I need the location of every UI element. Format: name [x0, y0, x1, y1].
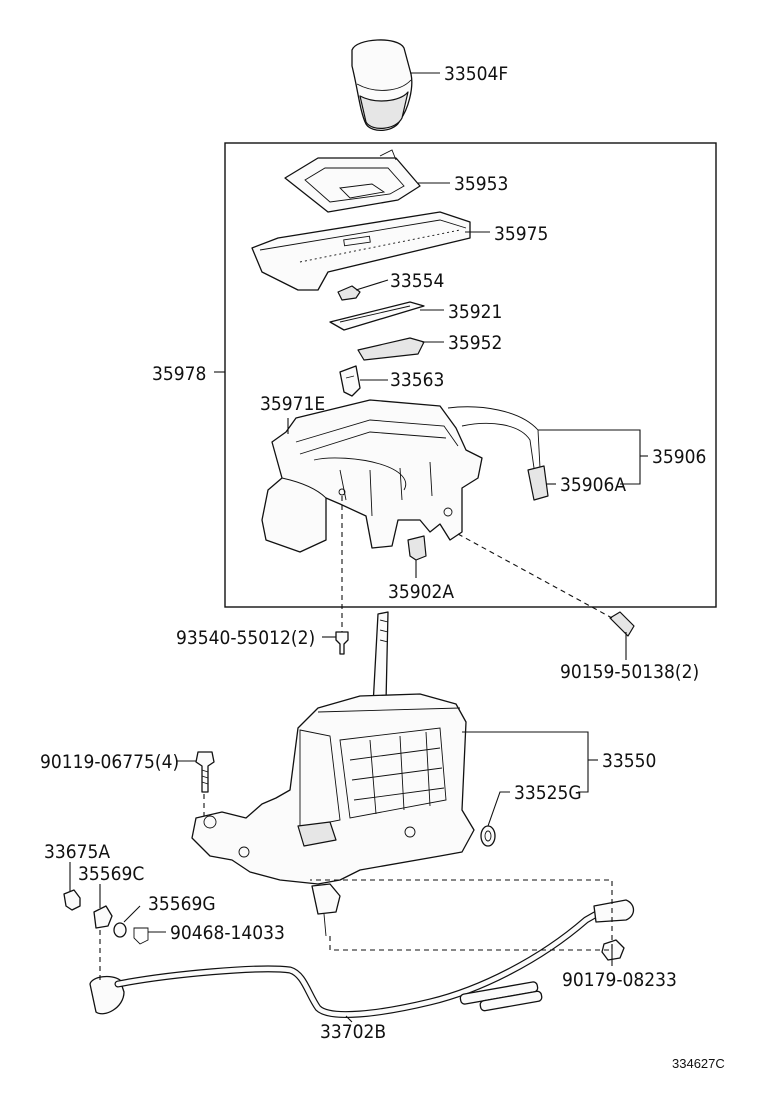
label-pin[interactable]: 33675A: [44, 841, 110, 863]
nut-drawing: [601, 939, 625, 961]
label-nut[interactable]: 90179-08233: [562, 969, 677, 991]
label-position-plate[interactable]: 35975: [494, 223, 548, 245]
shift-knob-drawing: [351, 39, 413, 131]
label-light-guide[interactable]: 35952: [448, 332, 502, 354]
bolt-drawing: [195, 751, 215, 793]
label-switch[interactable]: 35902A: [388, 581, 454, 603]
grommet-drawing: [480, 825, 496, 847]
housing-drawing: [261, 399, 483, 553]
image-code: 334627C: [672, 1056, 725, 1071]
label-clip[interactable]: 33554: [390, 270, 444, 292]
clip-drawing: [337, 285, 361, 301]
label-bushing-small[interactable]: 35569G: [148, 893, 216, 915]
label-bushing[interactable]: 35569C: [78, 863, 144, 885]
label-knob[interactable]: 33504F: [444, 63, 508, 85]
screw-left-drawing: [335, 631, 349, 655]
label-control-rod[interactable]: 33702B: [320, 1021, 386, 1043]
control-rod-drawing: [89, 899, 635, 1019]
label-bezel-upper[interactable]: 35953: [454, 173, 508, 195]
bulb-socket-drawing: [339, 365, 361, 397]
indicator-lens-drawing: [329, 301, 425, 331]
bushing-small-drawing: [113, 922, 127, 938]
alignment-lines: [99, 496, 613, 984]
bezel-upper-drawing: [284, 149, 421, 213]
label-clip-pin[interactable]: 90468-14033: [170, 922, 285, 944]
screw-right-drawing: [609, 611, 635, 637]
bushing-drawing: [93, 905, 113, 929]
part-labels: 33504F 35953 35975 33554 35921 35952 335…: [40, 63, 725, 1071]
shift-lever-drawing: [191, 611, 475, 937]
light-guide-drawing: [357, 337, 425, 361]
wire-drawing: [447, 406, 549, 501]
label-screw-left[interactable]: 93540-55012(2): [176, 627, 315, 649]
label-bulb-socket[interactable]: 33563: [390, 369, 444, 391]
label-housing[interactable]: 35971E: [260, 393, 325, 415]
label-wire[interactable]: 35906: [652, 446, 706, 468]
label-indicator-lens[interactable]: 35921: [448, 301, 502, 323]
pin-drawing: [63, 889, 81, 911]
leader-lines: [69, 72, 648, 1023]
label-shift-lever-assy[interactable]: 33550: [602, 750, 656, 772]
label-bolt[interactable]: 90119-06775(4): [40, 751, 179, 773]
clip-pin-drawing: [133, 927, 149, 945]
label-grommet[interactable]: 33525G: [514, 782, 582, 804]
label-wire-connector[interactable]: 35906A: [560, 474, 626, 496]
label-indicator-assy[interactable]: 35978: [152, 363, 206, 385]
assembly-frame: [224, 142, 717, 608]
switch-drawing: [407, 535, 427, 561]
label-screw-right[interactable]: 90159-50138(2): [560, 661, 699, 683]
position-plate-drawing: [251, 211, 471, 291]
